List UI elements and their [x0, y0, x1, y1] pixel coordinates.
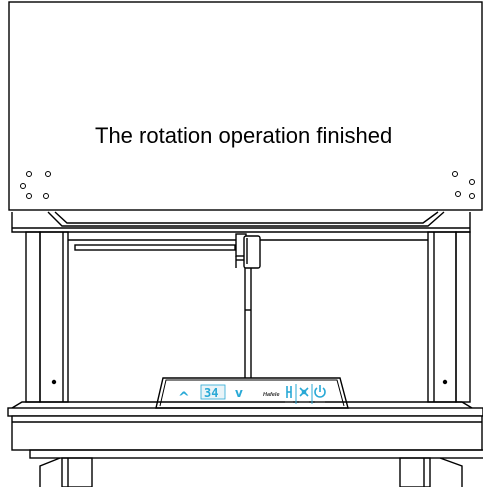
hood-trim — [11, 211, 471, 233]
status-caption: The rotation operation finished — [95, 123, 393, 148]
screw-holes-left — [20, 171, 51, 199]
temperature-value: 34 — [204, 386, 218, 400]
temperature-display — [200, 384, 226, 400]
temp-up-arrow[interactable]: ^ — [178, 390, 190, 406]
temp-down-arrow[interactable]: v — [235, 386, 243, 400]
power-icon[interactable] — [314, 385, 326, 403]
fan-icon[interactable] — [299, 387, 309, 403]
right-post — [427, 231, 471, 403]
panel-controls: ^ 34 v Hafele — [178, 384, 326, 406]
legs — [39, 457, 463, 487]
rotation-arm — [74, 233, 261, 380]
upper-cabinet — [8, 1, 483, 211]
screw-holes-right — [452, 171, 475, 199]
brand-logo: Hafele — [263, 392, 280, 398]
left-post — [25, 231, 69, 403]
light-icon[interactable] — [285, 386, 293, 403]
lower-body — [7, 401, 483, 459]
